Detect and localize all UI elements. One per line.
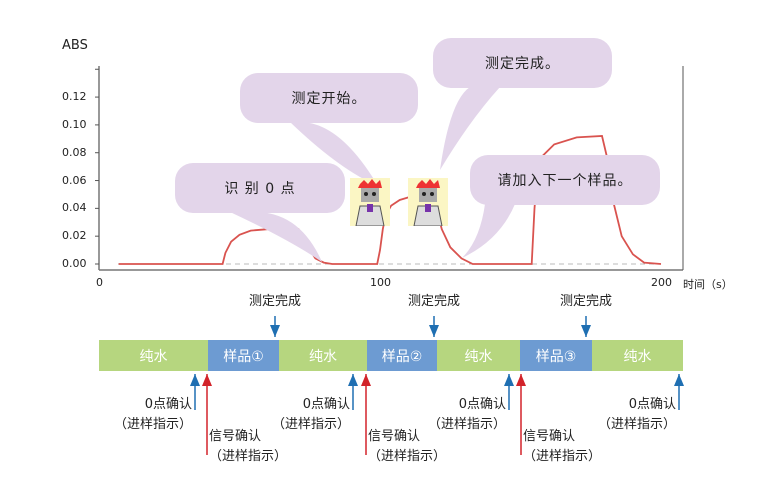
zero-point-confirm-label-line: （进样指示）	[597, 417, 676, 432]
bubble-tail	[462, 204, 515, 258]
zero-point-confirm-label-line: 0点确认	[628, 397, 676, 412]
down-arrow-head	[270, 325, 280, 337]
y-tick-label: 0.06	[62, 173, 87, 187]
up-arrow-head	[504, 374, 514, 386]
zero-point-confirm-label-line: 0点确认	[302, 397, 350, 412]
bubble-tail	[290, 122, 378, 186]
y-tick-label: 0.04	[62, 201, 87, 215]
up-arrow-head	[361, 374, 371, 386]
zero-point-confirm-label-line: 0点确认	[144, 397, 192, 412]
measurement-done-label: 测定完成	[394, 292, 474, 312]
robot-scientist-icon	[408, 178, 448, 226]
timeline-segment: 纯水	[592, 340, 683, 371]
timeline-segment: 样品②	[367, 340, 437, 371]
speech-bubble: 识 别 0 点	[175, 163, 345, 213]
y-tick-label: 0.00	[62, 257, 87, 270]
x-axis-label: 时间（s）	[683, 278, 733, 291]
measurement-done-label: 测定完成	[546, 292, 626, 312]
y-tick-label: 0.02	[62, 229, 87, 243]
zero-point-confirm-label: 0点确认 （进样指示）	[272, 395, 350, 435]
zero-point-confirm-label-line: （进样指示）	[427, 417, 506, 432]
zero-point-confirm-label: 0点确认 （进样指示）	[114, 395, 192, 435]
zero-point-confirm-label: 0点确认 （进样指示）	[598, 395, 676, 435]
signal-confirm-label-line: 信号确认	[368, 429, 421, 444]
y-tick-label: 0.12	[62, 90, 87, 104]
robot-scientist-icon	[350, 178, 390, 226]
zero-point-confirm-label-line: （进样指示）	[113, 417, 192, 432]
y-axis-label: ABS	[62, 38, 88, 53]
up-arrow-head	[674, 374, 684, 386]
signal-confirm-label: 信号确认 （进样指示）	[368, 427, 446, 467]
timeline-segment: 纯水	[437, 340, 520, 371]
zero-point-confirm-label-line: （进样指示）	[271, 417, 350, 432]
bubble-tail	[440, 87, 500, 170]
up-arrow-head	[348, 374, 358, 386]
up-arrow-head	[190, 374, 200, 386]
signal-confirm-label-line: （进样指示）	[209, 449, 288, 464]
speech-bubble: 测定开始。	[240, 73, 418, 123]
measurement-done-label: 测定完成	[235, 292, 315, 312]
zero-point-confirm-label: 0点确认 （进样指示）	[428, 395, 506, 435]
timeline-segment: 纯水	[99, 340, 208, 371]
signal-confirm-label: 信号确认 （进样指示）	[209, 427, 287, 467]
signal-confirm-label-line: （进样指示）	[368, 449, 447, 464]
signal-confirm-label-line: （进样指示）	[523, 449, 602, 464]
measurement-done-label-line: 测定完成	[559, 294, 612, 309]
signal-confirm-label-line: 信号确认	[209, 429, 262, 444]
y-tick-label: 0.08	[62, 145, 87, 159]
signal-confirm-label: 信号确认 （进样指示）	[523, 427, 601, 467]
timeline-segment: 纯水	[279, 340, 367, 371]
timeline-segment: 样品③	[520, 340, 592, 371]
x-tick-label: 200	[651, 276, 672, 289]
speech-bubble: 请加入下一个样品。	[470, 155, 660, 205]
down-arrow-head	[581, 325, 591, 337]
signal-confirm-label-line: 信号确认	[523, 429, 576, 444]
bubble-tail	[230, 212, 322, 262]
x-tick-label: 0	[96, 276, 103, 289]
y-tick-label: 0.10	[62, 117, 87, 131]
measurement-done-label-line: 测定完成	[248, 294, 301, 309]
timeline-segment: 样品①	[208, 340, 279, 371]
zero-point-confirm-label-line: 0点确认	[458, 397, 506, 412]
speech-bubble: 测定完成。	[433, 38, 612, 88]
up-arrow-head	[516, 374, 526, 386]
x-tick-label: 100	[370, 276, 391, 289]
up-arrow-head	[202, 374, 212, 386]
measurement-done-label-line: 测定完成	[407, 294, 460, 309]
down-arrow-head	[429, 325, 439, 337]
